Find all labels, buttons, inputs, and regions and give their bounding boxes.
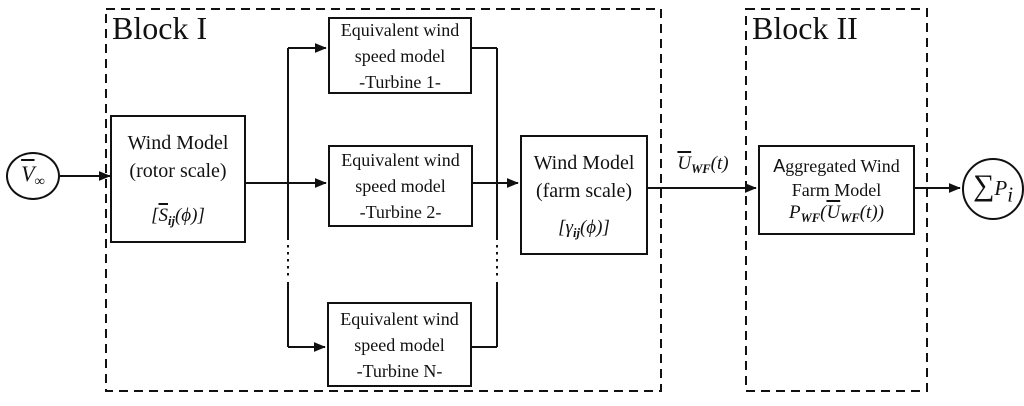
aggregated-model-line2: Farm Model bbox=[791, 180, 882, 200]
rotor-model-title-line2: (rotor scale) bbox=[129, 160, 227, 182]
turbine2-model-box: Equivalent wind speed model -Turbine 2- bbox=[328, 145, 473, 227]
rotor-model-formula: [Sij(ϕ)] bbox=[151, 205, 205, 228]
uwf-signal-label: UWF(t) bbox=[677, 153, 729, 176]
sum-output-node: ∑Pi bbox=[962, 158, 1024, 220]
rotor-model-title-line1: Wind Model bbox=[127, 132, 229, 154]
turbine1-line3: -Turbine 1- bbox=[359, 71, 441, 92]
source-node: V∞ bbox=[6, 152, 60, 200]
farm-scale-wind-model-box: Wind Model (farm scale) [γij(ϕ)] bbox=[520, 135, 648, 255]
turbine2-line2: speed model bbox=[355, 176, 446, 196]
turbineN-line1: Equivalent wind bbox=[340, 308, 459, 329]
rotor-model-lines: Wind Model (rotor scale) bbox=[128, 129, 229, 185]
farm-model-title-line1: Wind Model bbox=[533, 152, 635, 174]
block1-dashed-border bbox=[105, 8, 662, 392]
farm-model-lines: Wind Model (farm scale) bbox=[534, 149, 635, 205]
turbineN-line3: -Turbine N- bbox=[356, 360, 443, 381]
block2-label: Block II bbox=[752, 10, 858, 46]
turbine1-model-box: Equivalent wind speed model -Turbine 1- bbox=[328, 17, 472, 94]
farm-model-title-line2: (farm scale) bbox=[535, 180, 633, 202]
turbine1-line1: Equivalent wind bbox=[340, 19, 460, 40]
sum-formula: ∑Pi bbox=[972, 168, 1014, 207]
turbineN-line2: speed model bbox=[354, 334, 445, 355]
source-formula: V∞ bbox=[21, 161, 45, 190]
rotor-scale-wind-model-box: Wind Model (rotor scale) [Sij(ϕ)] bbox=[110, 115, 246, 243]
turbine1-line2: speed model bbox=[354, 45, 446, 66]
farm-model-formula: [γij(ϕ)] bbox=[558, 217, 610, 240]
turbineN-model-box: Equivalent wind speed model -Turbine N- bbox=[327, 302, 472, 387]
block2-dashed-border bbox=[745, 8, 928, 392]
aggregated-model-line1: Aggregated Wind bbox=[773, 156, 900, 176]
aggregated-model-formula: PWF(UWF(t)) bbox=[789, 202, 884, 225]
turbine2-line1: Equivalent wind bbox=[341, 150, 460, 170]
block1-label: Block I bbox=[112, 10, 208, 46]
turbine2-line3: -Turbine 2- bbox=[359, 202, 442, 222]
aggregated-wind-farm-model-box: Aggregated Wind Farm Model PWF(UWF(t)) bbox=[758, 145, 915, 235]
